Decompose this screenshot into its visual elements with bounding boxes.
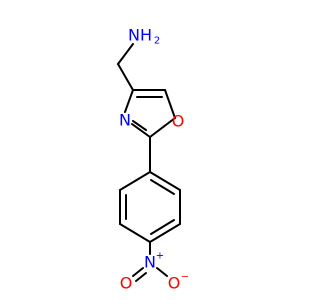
bond-o1-c2 [149,117,176,138]
bond-c2-n3 [131,123,151,138]
bond-phenyl-4-5 [119,223,151,243]
bond-phenyl-inner-b [150,219,175,235]
ring-oxygen-label: O [172,112,185,131]
bond-methylene-c4 [117,63,134,91]
bond-amine-methylene [117,43,134,65]
bond-n3-c4 [124,89,134,113]
bond-nitro-o-left [132,267,144,277]
molecule-structure-diagram: NH 2 N O N + O O − [117,26,189,293]
nitro-nitrogen-label: N [144,253,156,272]
bond-c5-o1 [164,89,176,119]
amine-subscript: 2 [154,36,160,47]
amine-label: NH [128,26,152,45]
bond-phenyl-6-1 [119,171,151,191]
nitro-oxygen-right-charge: − [181,272,189,283]
nitro-nitrogen-charge: + [156,251,164,262]
bond-phenyl-inner-a [150,179,175,195]
bond-phenyl-3-4 [149,223,181,243]
atom-labels: NH 2 N O N + O O − [119,26,189,293]
bond-nitro-o-left-double [135,272,147,282]
bond-phenyl-1-2 [149,171,181,191]
nitro-oxygen-left-label: O [120,274,133,293]
bond-c2-n3-double [132,120,147,131]
nitro-oxygen-right-label: O [168,274,181,293]
bonds [117,43,181,282]
bond-nitro-o-right [156,267,168,277]
ring-nitrogen-label: N [119,111,131,130]
